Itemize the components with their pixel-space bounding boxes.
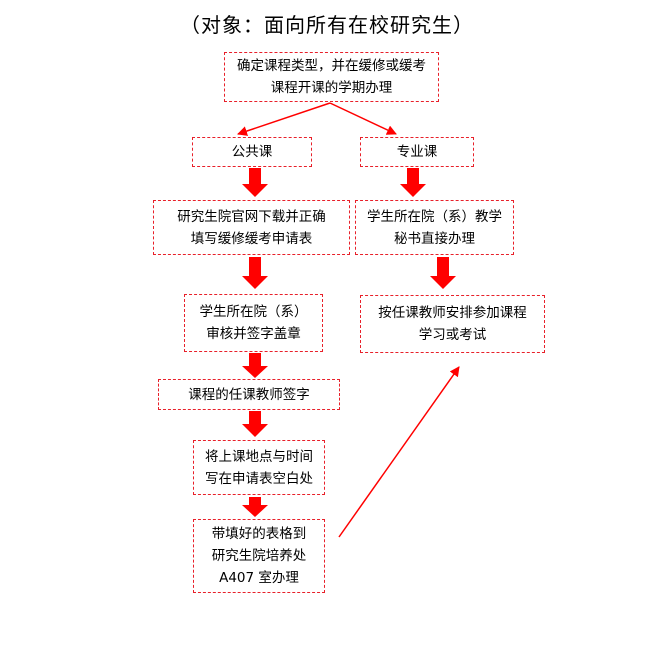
node-text: 研究生院培养处 <box>211 548 307 564</box>
node-teacher-arrange: 按任课教师安排参加课程 学习或考试 <box>360 295 545 353</box>
node-text: 带填好的表格到 <box>211 526 307 542</box>
node-teacher-sign: 课程的任课教师签字 <box>158 379 340 410</box>
node-decide-course-type: 确定课程类型，并在缓修或缓考 课程开课的学期办理 <box>224 52 439 102</box>
node-text: A407 室办理 <box>219 570 299 586</box>
node-public-course: 公共课 <box>192 137 312 167</box>
block-arrow-1 <box>242 168 268 197</box>
node-text: 将上课地点与时间 <box>205 448 313 465</box>
node-text: 学生所在院（系）教学 <box>367 208 502 225</box>
node-text: 审核并签字盖章 <box>206 326 301 342</box>
block-arrow-2 <box>400 168 426 197</box>
node-dept-review: 学生所在院（系） 审核并签字盖章 <box>184 294 323 352</box>
return-arrow <box>338 366 460 538</box>
node-text: 课程的任课教师签字 <box>188 386 310 403</box>
block-arrow-5 <box>242 353 268 378</box>
node-text: 写在申请表空白处 <box>205 470 313 487</box>
node-major-course: 专业课 <box>360 137 474 167</box>
page-title: （对象：面向所有在校研究生） <box>180 13 474 37</box>
node-text: 学习或考试 <box>418 327 487 343</box>
node-text: 专业课 <box>396 144 438 160</box>
node-text: 秘书直接办理 <box>394 230 475 247</box>
branch-arrow-public <box>237 102 331 136</box>
node-text: 公共课 <box>231 144 273 160</box>
node-text: 研究生院官网下载并正确 <box>177 208 326 225</box>
node-download-form: 研究生院官网下载并正确 填写缓修缓考申请表 <box>153 200 350 255</box>
block-arrow-7 <box>242 497 268 517</box>
block-arrow-3 <box>242 257 268 289</box>
node-text: 按任课教师安排参加课程 <box>378 305 527 321</box>
node-text: 课程开课的学期办理 <box>270 80 393 96</box>
node-text: 学生所在院（系） <box>199 304 308 320</box>
node-major-office: 学生所在院（系）教学 秘书直接办理 <box>355 200 514 255</box>
block-arrow-4 <box>430 257 456 289</box>
block-arrow-6 <box>242 411 268 437</box>
branch-arrow-major <box>329 102 397 135</box>
node-fill-place-time: 将上课地点与时间 写在申请表空白处 <box>193 440 325 495</box>
node-text: 确定课程类型，并在缓修或缓考 <box>237 58 426 74</box>
node-submit-form: 带填好的表格到 研究生院培养处 A407 室办理 <box>193 519 325 593</box>
node-text: 填写缓修缓考申请表 <box>190 230 313 247</box>
